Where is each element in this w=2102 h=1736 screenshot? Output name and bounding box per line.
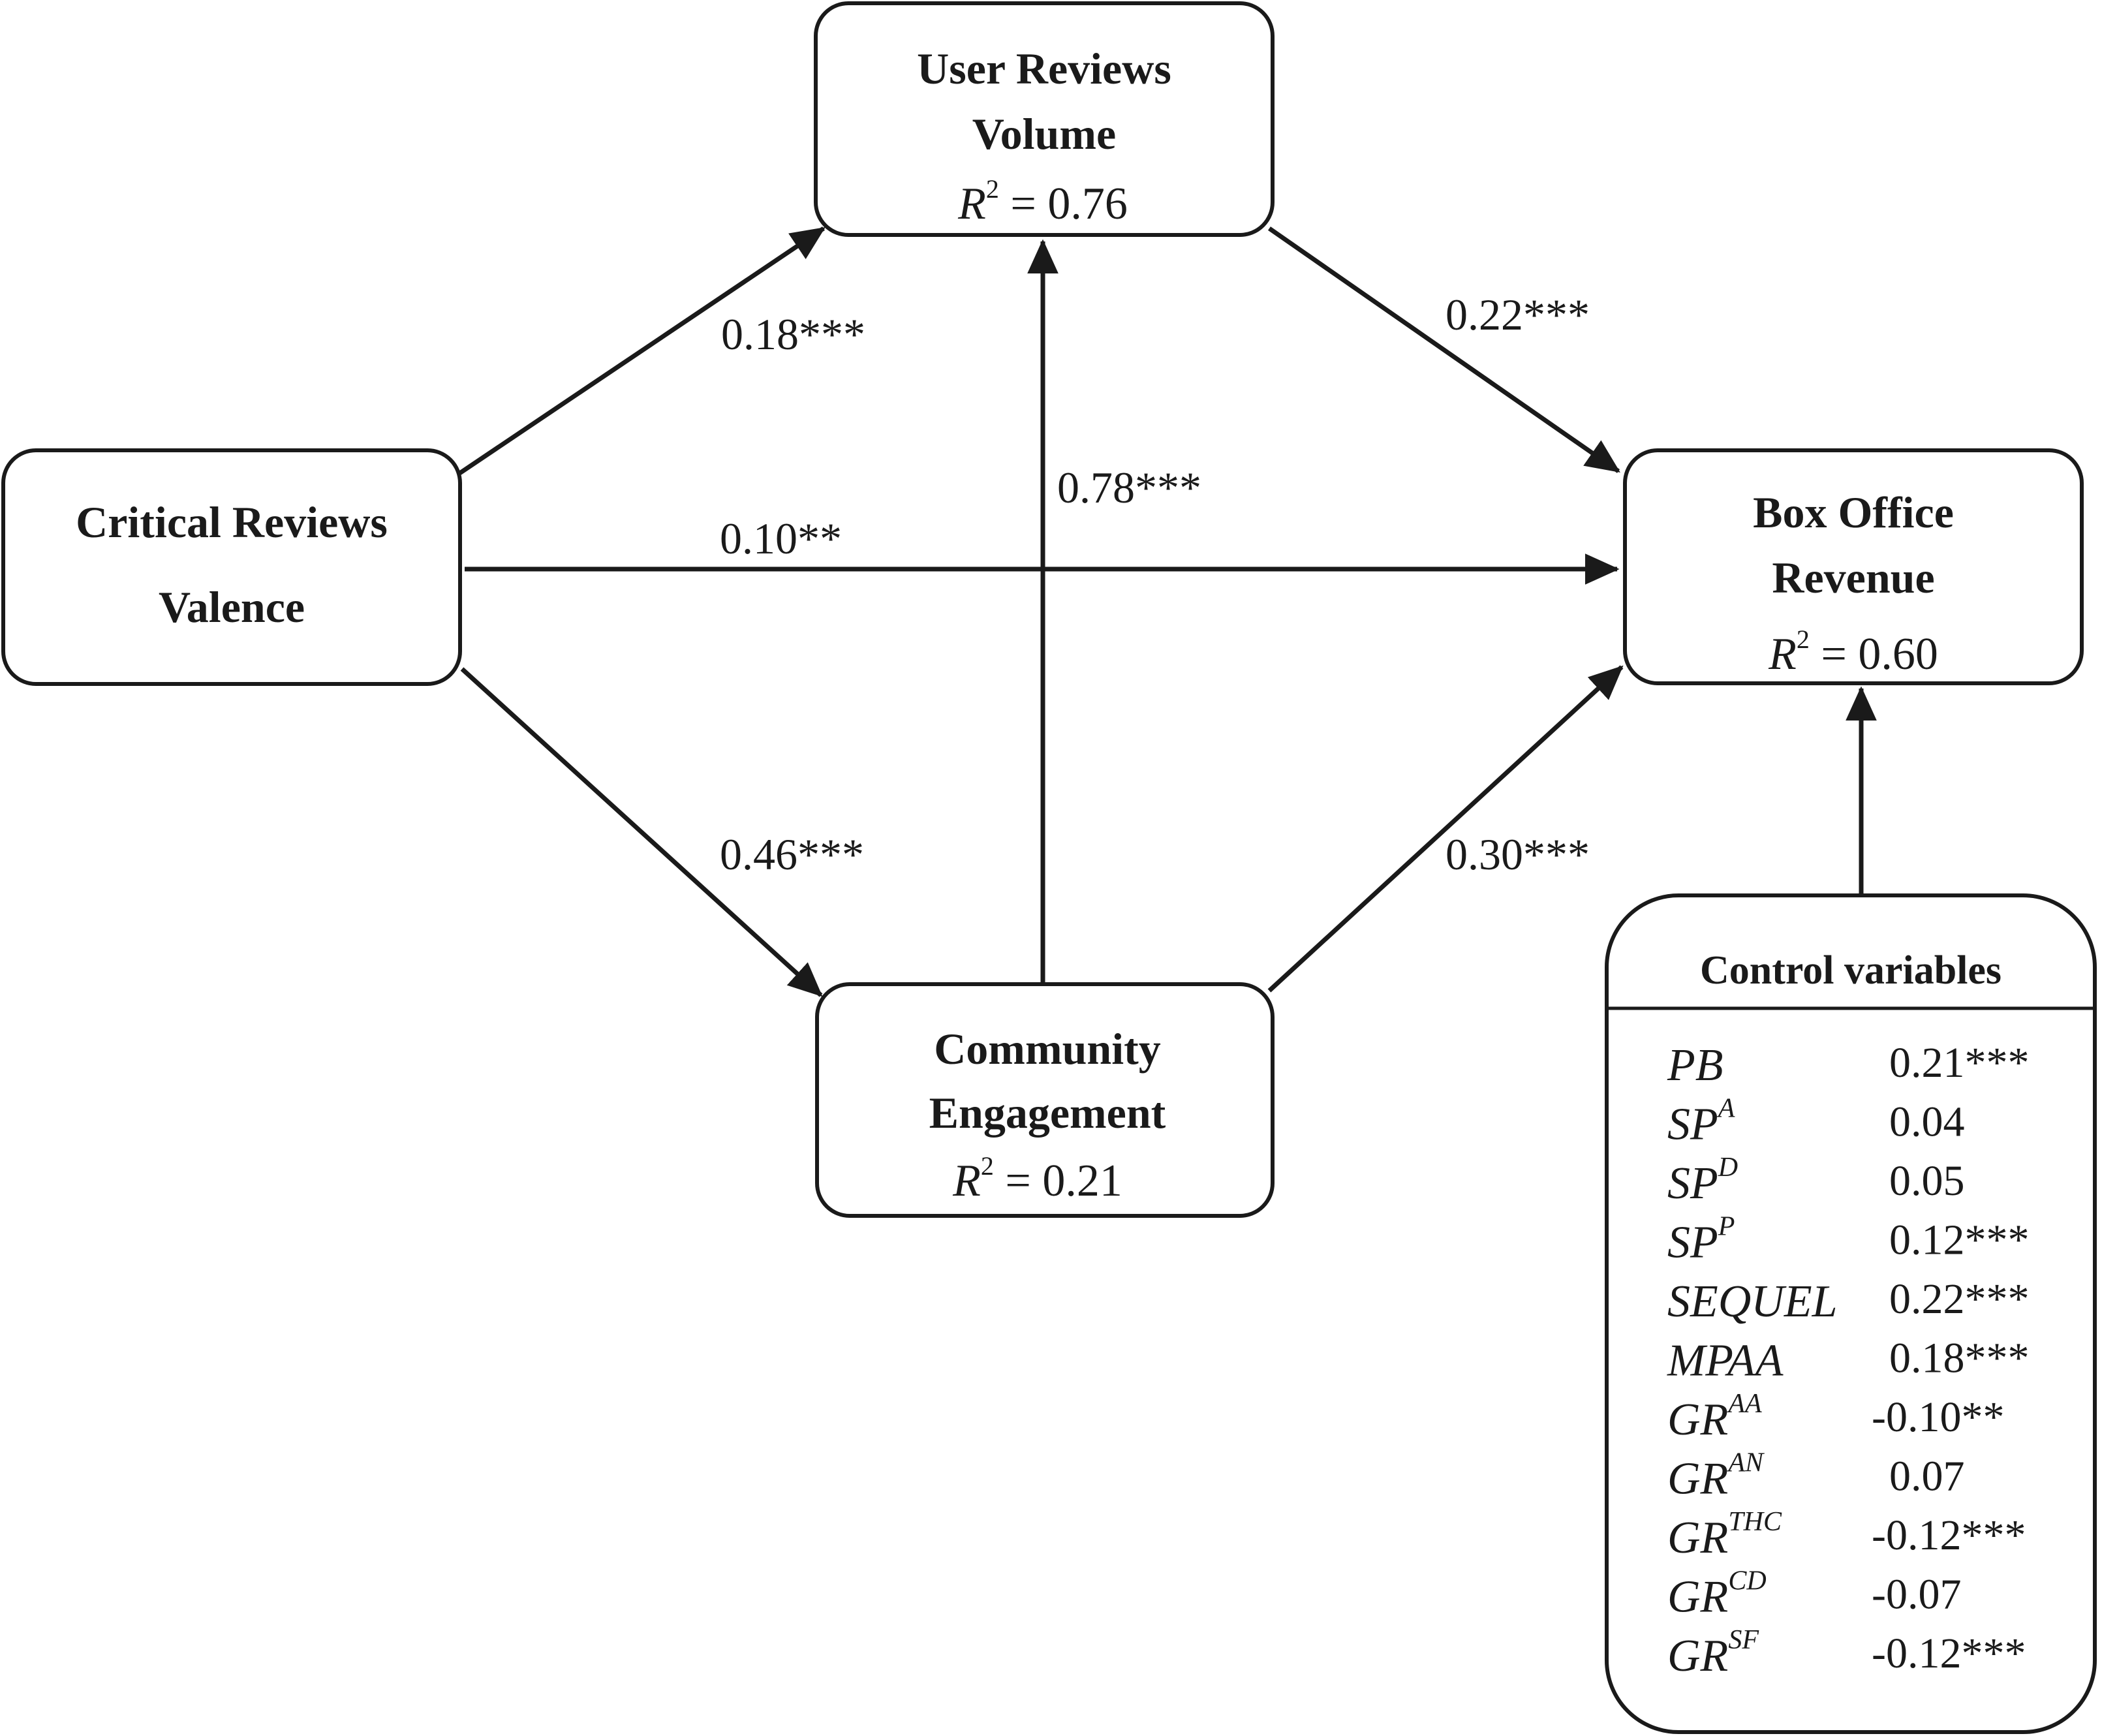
coef-critical-to-community: 0.46*** [720,829,864,879]
control-variable-row: SPD 0.05 [1667,1153,1965,1209]
edge-user-to-box [1268,226,1620,473]
control-variable-value: -0.07 [1872,1571,1961,1619]
node-title-line1: Community [934,1024,1161,1074]
control-variable-row: GRAN 0.07 [1667,1448,1965,1504]
control-variable-value: -0.10** [1872,1393,2004,1441]
control-variable-row: GRTHC -0.12*** [1667,1507,2026,1563]
control-variable-value: 0.12*** [1889,1217,2030,1264]
control-variable-row: GRAA -0.10** [1667,1389,2004,1445]
coef-critical-to-user: 0.18*** [721,309,865,359]
control-variable-name: MPAA [1667,1336,1784,1386]
control-variable-name: GRCD [1667,1566,1767,1622]
node-title-line2: Engagement [929,1088,1166,1138]
edge-critical-to-user [456,226,826,477]
r-squared: R2 = 0.76 [957,174,1128,229]
node-title-line1: User Reviews [917,44,1171,93]
control-variable-name: GRSF [1667,1625,1759,1681]
coef-community-to-user: 0.78*** [1057,463,1201,512]
control-variable-name: GRTHC [1667,1507,1782,1563]
coef-critical-to-box: 0.10** [720,514,842,563]
node-title-line2: Valence [159,582,305,632]
control-variable-row: SEQUEL 0.22*** [1667,1275,2030,1327]
node-title-line1: Critical Reviews [76,497,388,547]
control-variable-row: PB 0.21*** [1667,1039,2030,1091]
control-variable-row: SPA 0.04 [1667,1094,1965,1150]
node-user-reviews-volume: User Reviews Volume R2 = 0.76 [814,1,1275,237]
control-variable-row: GRCD -0.07 [1667,1566,1961,1622]
control-variable-name: SPD [1667,1153,1738,1209]
control-variable-name: SPA [1667,1094,1735,1150]
control-variable-value: 0.18*** [1889,1335,2030,1382]
node-box-office-revenue: Box Office Revenue R2 = 0.60 [1623,448,2084,685]
node-community-engagement: Community Engagement R2 = 0.21 [815,982,1275,1218]
coef-user-to-box: 0.22*** [1445,290,1590,339]
control-variable-value: -0.12*** [1872,1511,2026,1559]
edge-community-to-box [1267,665,1624,993]
control-variable-value: 0.07 [1889,1453,1965,1500]
control-variable-row: GRSF -0.12*** [1667,1625,2026,1681]
node-title-line2: Volume [972,109,1116,159]
edge-critical-to-community [460,667,823,997]
control-variable-value: 0.04 [1889,1098,1965,1146]
control-variable-name: SEQUEL [1667,1277,1838,1327]
control-variable-value: 0.21*** [1889,1039,2030,1087]
control-variable-value: -0.12*** [1872,1630,2026,1677]
node-critical-reviews-valence: Critical Reviews Valence [1,448,462,686]
control-variable-row: SPP 0.12*** [1667,1212,2030,1268]
node-title-line1: Box Office [1753,488,1954,537]
control-variable-row: MPAA 0.18*** [1667,1335,2030,1386]
control-variables-title: Control variables [1700,948,2002,993]
control-variable-name: PB [1667,1040,1723,1091]
control-variable-name: GRAA [1667,1389,1762,1445]
node-title-line2: Revenue [1772,553,1934,602]
control-variable-name: GRAN [1667,1448,1765,1504]
r-squared: R2 = 0.60 [1768,625,1938,679]
coef-community-to-box: 0.30*** [1445,829,1590,879]
control-variable-name: SPP [1667,1212,1735,1268]
control-variable-value: 0.05 [1889,1157,1965,1205]
edges [456,226,1877,997]
path-coefficients: 0.18*** 0.22*** 0.78*** 0.10** 0.46*** 0… [720,290,1590,879]
r-squared: R2 = 0.21 [952,1151,1122,1206]
control-variable-value: 0.22*** [1889,1275,2030,1323]
